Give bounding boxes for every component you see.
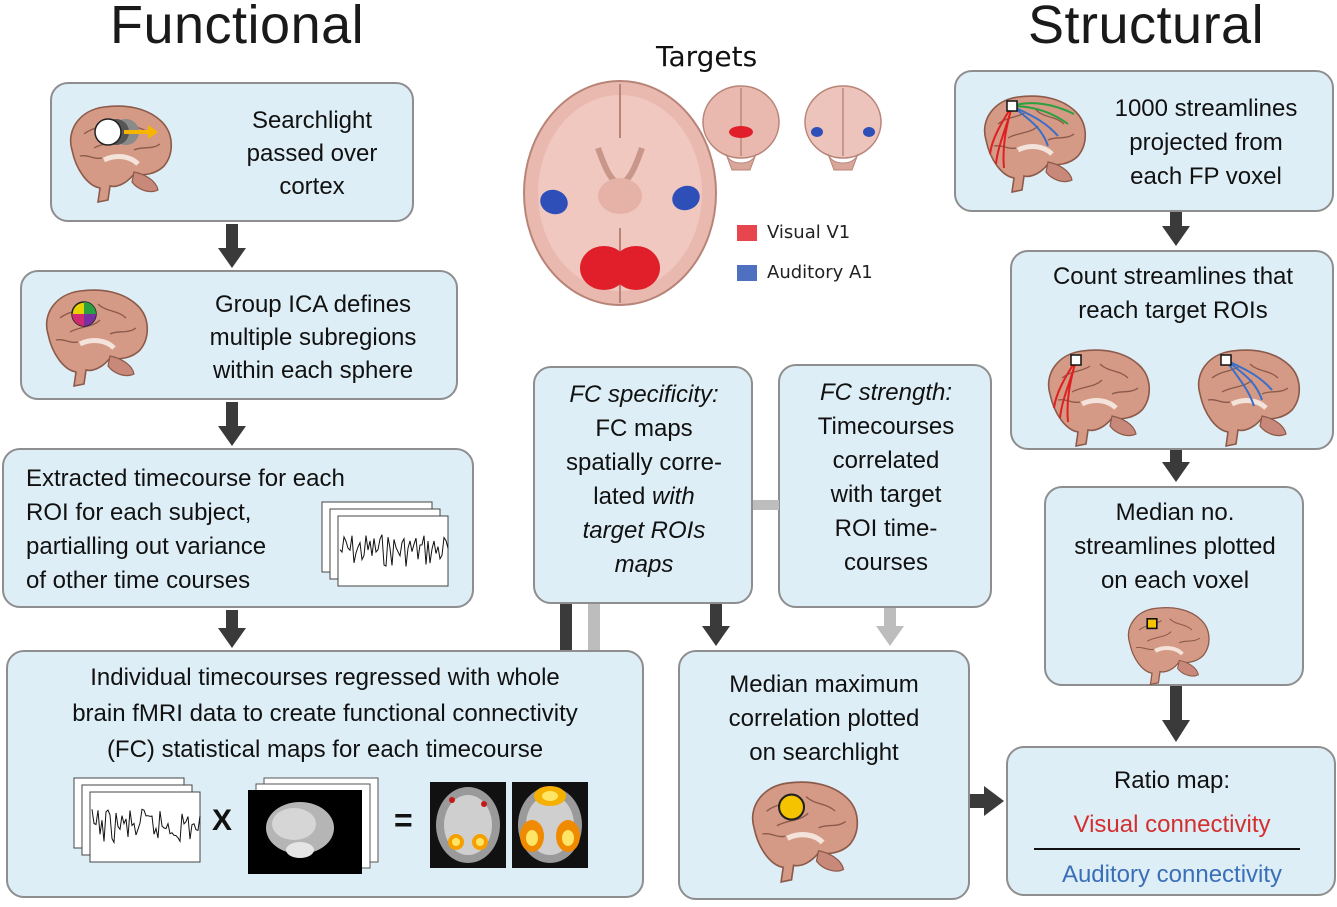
legend-label-visual: Visual V1 [767, 222, 851, 243]
arrow-extracted-to-regression [218, 610, 246, 648]
brain-voxel-image [1126, 605, 1212, 687]
arrow-searchlight-to-ica [218, 224, 246, 268]
searchlight-box: Searchlight passed over cortex [50, 82, 414, 222]
connector-specificity-light [588, 604, 600, 650]
equals-operator: = [394, 802, 413, 838]
connector-specificity-strength [753, 500, 779, 510]
arrow-strength-to-median-max [876, 608, 904, 646]
brain-searchlight-image [64, 104, 176, 204]
brain-searchlight-result-image [744, 780, 864, 884]
fmri-volume-image [248, 777, 379, 874]
arrow-ica-to-extracted [218, 402, 246, 446]
brain-ica-image [40, 288, 152, 388]
extracted-timecourse-text: Extracted timecourse for each ROI for ea… [26, 465, 345, 594]
timecourse-stack-image [321, 501, 449, 587]
ratio-numerator: Visual connectivity [1073, 811, 1271, 838]
legend-swatch-auditory [737, 265, 757, 281]
streamlines-box: 1000 streamlines projected from each FP … [954, 70, 1334, 212]
fc-strength-text: FC strength: Timecourses correlated with… [817, 379, 955, 576]
fc-specificity-text: FC specificity: FC maps spatially corre-… [565, 381, 723, 578]
brain-streamlines-image [978, 94, 1090, 194]
legend-label-auditory: Auditory A1 [767, 262, 873, 283]
fc-strength-box: FC strength: Timecourses correlated with… [778, 364, 992, 608]
count-streamlines-box: Count streamlines that reach target ROIs [1010, 250, 1334, 450]
axial-brain-image [523, 80, 717, 306]
median-streamlines-text: Median no. streamlines plotted on each v… [1074, 499, 1276, 594]
median-streamlines-box: Median no. streamlines plotted on each v… [1044, 486, 1304, 687]
median-max-correlation-box: Median maximum correlation plotted on se… [678, 650, 970, 900]
ratio-divider [1034, 848, 1300, 850]
ratio-denominator: Auditory connectivity [1061, 861, 1283, 888]
connector-specificity-dark [560, 604, 572, 650]
arrow-median-max-to-ratio [970, 786, 1004, 816]
ratio-map-box: Ratio map: Visual connectivity Auditory … [1006, 746, 1336, 896]
arrow-streamlines-to-count [1162, 212, 1190, 246]
timecourse-stack-image-2 [73, 777, 201, 863]
arrow-specificity-to-median-max [702, 604, 730, 646]
arrow-count-to-median-no [1162, 450, 1190, 482]
ratio-map-title: Ratio map: [1113, 767, 1231, 794]
median-max-text: Median maximum correlation plotted on se… [728, 671, 920, 766]
legend-swatch-visual [737, 225, 757, 241]
heading-structural: Structural [1028, 0, 1265, 55]
fc-specificity-box: FC specificity: FC maps spatially corre-… [533, 366, 753, 604]
group-ica-text: Group ICA defines multiple subregions wi… [209, 291, 417, 384]
count-streamlines-text: Count streamlines that reach target ROIs [1052, 263, 1294, 324]
heading-functional: Functional [110, 0, 365, 55]
targets-title: Targets [656, 40, 758, 73]
brain-visual-streamlines-image [1042, 348, 1154, 448]
extracted-timecourse-box: Extracted timecourse for each ROI for ea… [2, 448, 474, 608]
coronal-auditory-brain-image [804, 85, 882, 171]
arrow-median-no-to-ratio [1162, 686, 1190, 742]
regression-text: Individual timecourses regressed with wh… [72, 664, 578, 763]
streamlines-text: 1000 streamlines projected from each FP … [1114, 95, 1298, 190]
group-ica-box: Group ICA defines multiple subregions wi… [20, 270, 458, 400]
searchlight-text: Searchlight passed over cortex [246, 107, 378, 200]
brain-auditory-streamlines-image [1192, 348, 1304, 448]
coronal-visual-brain-image [702, 85, 780, 171]
multiply-operator: X [212, 804, 233, 837]
fc-maps-image [430, 782, 588, 868]
regression-box: Individual timecourses regressed with wh… [6, 650, 644, 898]
